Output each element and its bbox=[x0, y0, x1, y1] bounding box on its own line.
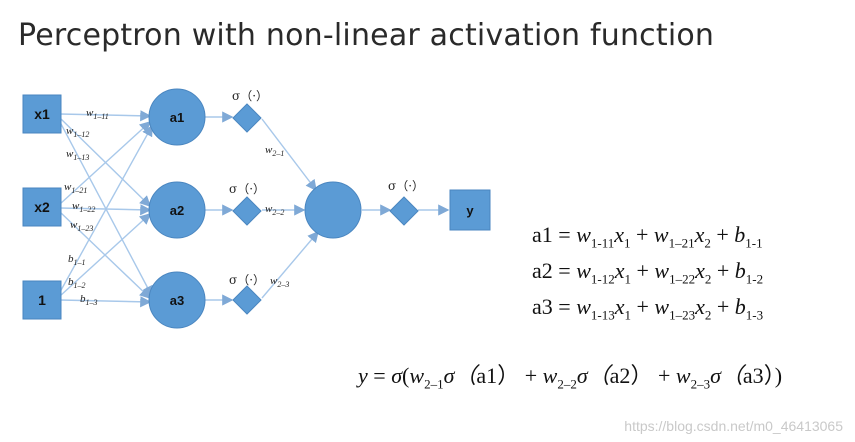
equation-a3: a3 = w1-13x1 + w1–23x2 + b1-3 bbox=[532, 294, 764, 323]
weight-b1-1: b1–1 bbox=[68, 253, 86, 267]
hidden-nodes: a1 a2 a3 bbox=[148, 88, 206, 329]
node-y-label: y bbox=[466, 203, 474, 218]
weight-w1-23: w1–23 bbox=[70, 219, 93, 233]
node-x1-label: x1 bbox=[34, 106, 50, 122]
edge-sigma1-out bbox=[261, 118, 317, 192]
node-sum bbox=[304, 181, 362, 239]
equation-a2: a2 = w1-12x1 + w1–22x2 + b1-2 bbox=[532, 258, 764, 287]
activation-connections bbox=[205, 111, 450, 306]
node-x2-label: x2 bbox=[34, 199, 50, 215]
weight-labels: w1–11 w1–12 w1–13 w1–21 w1–22 w1–23 b1–1… bbox=[64, 107, 289, 307]
watermark: https://blog.csdn.net/m0_46413065 bbox=[624, 418, 843, 434]
sigma-label-2: σ（·） bbox=[229, 182, 265, 196]
diagram-title: Perceptron with non-linear activation fu… bbox=[18, 18, 715, 53]
edge-1-a1 bbox=[59, 124, 153, 293]
equation-output: y = σ(w2–1σ（a1） + w2–2σ（a2） + w2–3σ（a3）) bbox=[358, 363, 783, 392]
weight-w1-12: w1–12 bbox=[66, 125, 89, 139]
sigma-diamond-1 bbox=[232, 103, 262, 133]
activation-nodes: σ（·） σ（·） σ（·） σ（·） bbox=[229, 89, 424, 315]
edge-sigma3-out bbox=[261, 230, 319, 299]
edge-1-a3 bbox=[59, 296, 152, 308]
node-a1 bbox=[148, 88, 206, 146]
input-connections bbox=[59, 110, 153, 308]
sigma-label-out: σ（·） bbox=[388, 179, 424, 193]
node-a1-label: a1 bbox=[170, 110, 184, 125]
sigma-label-3: σ（·） bbox=[229, 273, 265, 287]
sigma-diamond-out bbox=[389, 196, 419, 226]
node-a2-label: a2 bbox=[170, 203, 184, 218]
node-bias-label: 1 bbox=[38, 292, 46, 308]
node-x1 bbox=[22, 94, 62, 134]
node-a3 bbox=[148, 271, 206, 329]
edge-x1-a2 bbox=[59, 117, 152, 207]
weight-w2-1: w2–1 bbox=[265, 144, 284, 158]
input-nodes: x1 x2 1 bbox=[22, 94, 62, 320]
node-x2 bbox=[22, 187, 62, 227]
edge-x2-a1 bbox=[59, 121, 152, 205]
weight-b1-3: b1–3 bbox=[80, 293, 98, 307]
node-y bbox=[449, 189, 491, 231]
edge-x1-a1 bbox=[59, 110, 152, 122]
edge-1-a2 bbox=[59, 213, 152, 297]
weight-w2-3: w2–3 bbox=[270, 275, 289, 289]
sigma-diamond-2 bbox=[232, 196, 262, 226]
sigma-label-1: σ（·） bbox=[232, 89, 268, 103]
weight-w1-13: w1–13 bbox=[66, 148, 89, 162]
weight-w2-2: w2–2 bbox=[265, 203, 284, 217]
node-a3-label: a3 bbox=[170, 293, 184, 308]
sigma-diamond-3 bbox=[232, 285, 262, 315]
node-bias bbox=[22, 280, 62, 320]
equation-a1: a1 = w1-11x1 + w1–21x2 + b1-1 bbox=[532, 222, 763, 251]
weight-w1-21: w1–21 bbox=[64, 181, 87, 195]
edge-x2-a2 bbox=[59, 204, 152, 216]
weight-w1-22: w1–22 bbox=[72, 200, 95, 214]
weight-w1-11: w1–11 bbox=[86, 107, 109, 121]
weight-b1-2: b1–2 bbox=[68, 276, 86, 290]
node-a2 bbox=[148, 181, 206, 239]
